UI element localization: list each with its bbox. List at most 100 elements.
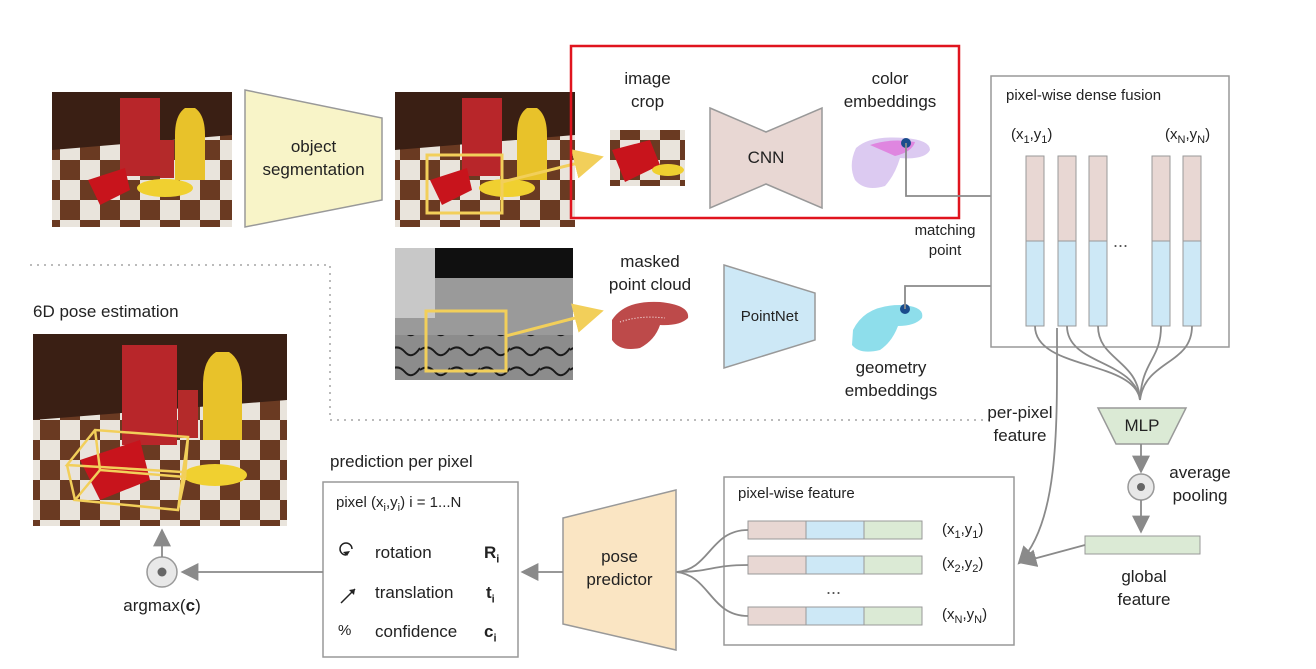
fusion-label-first: (x1,y1): [1011, 126, 1053, 146]
translation-sym: t: [486, 583, 492, 602]
dense-fusion-title: pixel-wise dense fusion: [1006, 87, 1162, 104]
global-to-feature-arrow: [1018, 544, 1086, 567]
fusion-last-x: (x: [1165, 126, 1178, 143]
pixel-header-c: ) i = 1...N: [400, 494, 462, 511]
confidence-sym: c: [484, 622, 494, 641]
fusion-last-y-sub: N: [1197, 134, 1206, 146]
fusion-first-y-sub: 1: [1041, 134, 1048, 146]
mlp-block: [1096, 407, 1188, 445]
confidence-sym-sub: i: [493, 632, 497, 645]
feature-row-label: (x1,y1): [942, 521, 984, 541]
cnn-label: CNN: [747, 148, 785, 167]
fusion-column: [1182, 155, 1202, 327]
argmax-c: ): [195, 596, 201, 615]
feature-row-y-sub: 1: [972, 529, 979, 541]
pixel-header-y-sub: i: [397, 502, 401, 514]
fusion-dots: ...: [1113, 231, 1128, 251]
crop-arrow: [501, 149, 604, 184]
global-feature-bar: [1084, 535, 1201, 555]
feature-row-y: ,y: [960, 555, 973, 572]
rotation-sym-sub: i: [496, 553, 500, 566]
feature-row-x-sub: 1: [954, 529, 961, 541]
geometry-to-fusion-arrow: [904, 277, 1026, 309]
pose-predictor-label: pose predictor: [586, 547, 653, 589]
geometry-embeddings-label: geometry embeddings: [844, 358, 938, 400]
feature-row: [747, 606, 923, 626]
color-to-fusion-arrow: [905, 143, 1026, 205]
fusion-to-mlp-curves: [1034, 325, 1193, 401]
feature-row-x: (x: [942, 521, 955, 538]
pixel-header: pixel (xi,yi) i = 1...N: [336, 493, 461, 516]
per-pixel-feature-arrow: [1017, 327, 1058, 565]
image-crop-thumbnail: [610, 130, 685, 186]
translation-icon: [340, 588, 356, 604]
segmentation-bbox: [425, 153, 504, 215]
pose-predictor-block: [562, 489, 677, 651]
fusion-column: [1151, 155, 1171, 327]
feature-row-label: (x2,y2): [942, 555, 984, 575]
masked-point-cloud-label: masked point cloud: [608, 252, 692, 294]
feature-row-y: ,y: [962, 606, 975, 623]
feature-row-x: (x: [942, 606, 955, 623]
fusion-first-y: ,y: [1029, 126, 1042, 143]
color-embeddings-label: color embeddings: [843, 69, 937, 111]
color-embeddings-blob: [851, 137, 930, 188]
rotation-sym: R: [484, 543, 497, 562]
confidence-symbol: ci: [484, 621, 497, 646]
global-feature-label: global feature: [1117, 567, 1171, 609]
argmax-label: argmax(c): [100, 595, 224, 618]
pose-estimation-image: [33, 334, 287, 526]
pixel-header-b: ,y: [385, 494, 398, 511]
pixel-header-a: pixel (x: [336, 494, 384, 511]
pixel-header-x-sub: i: [383, 502, 386, 514]
depth-bbox: [424, 309, 508, 373]
argmax-b: c: [185, 596, 196, 615]
pose-estimation-title: 6D pose estimation: [33, 302, 179, 321]
cnn-block: [709, 106, 823, 210]
fusion-label-last: (xN,yN): [1165, 126, 1211, 146]
argmax-node: [146, 556, 178, 588]
fusion-column: [1057, 155, 1077, 327]
point-cloud-arrow: [505, 303, 604, 338]
feature-row-y-sub: N: [974, 614, 983, 626]
masked-point-cloud-blob: [612, 301, 689, 349]
pixel-wise-feature-title: pixel-wise feature: [738, 485, 855, 502]
rgb-scene-image: [52, 92, 232, 227]
pointnet-block: [723, 263, 816, 370]
fusion-first-x-sub: 1: [1023, 134, 1030, 146]
fusion-column: [1088, 155, 1108, 327]
fusion-columns: [1025, 155, 1202, 327]
depth-image: [395, 248, 573, 380]
pose-3d-bbox: [64, 428, 190, 512]
feature-row-x-sub: 2: [954, 563, 961, 575]
highlight-box: [569, 44, 961, 220]
fusion-first-x: (x: [1011, 126, 1024, 143]
segmentation-label: object segmentation: [262, 137, 365, 179]
dotted-separator: [30, 264, 990, 421]
feature-row-y: ,y: [960, 521, 973, 538]
segmentation-trapezoid: [244, 89, 383, 228]
rgb-scene-bbox-image: [395, 92, 575, 227]
average-pooling-label: average pooling: [1169, 463, 1231, 505]
pointnet-label: PointNet: [740, 308, 799, 325]
argmax-a: argmax(: [123, 596, 186, 615]
per-pixel-feature-label: per-pixel feature: [987, 403, 1053, 445]
prediction-title: prediction per pixel: [330, 452, 473, 471]
rotation-icon: [339, 542, 353, 556]
feature-row-y-sub: 2: [972, 563, 979, 575]
rotation-label: rotation: [375, 543, 432, 562]
image-crop-label: image crop: [624, 69, 671, 111]
feature-row: [747, 520, 923, 540]
geometry-embeddings-blob: [852, 304, 923, 352]
feature-dots: ...: [826, 578, 841, 598]
fusion-last-x-sub: N: [1177, 134, 1186, 146]
feature-row-x: (x: [942, 555, 955, 572]
rotation-symbol: Ri: [484, 542, 499, 567]
feature-row-label: (xN,yN): [942, 606, 988, 626]
fusion-last-y: ,y: [1185, 126, 1198, 143]
mlp-label: MLP: [1124, 416, 1160, 435]
feature-row-x-sub: N: [954, 614, 963, 626]
matching-point-label: matching point: [914, 222, 976, 260]
translation-symbol: ti: [486, 582, 495, 607]
